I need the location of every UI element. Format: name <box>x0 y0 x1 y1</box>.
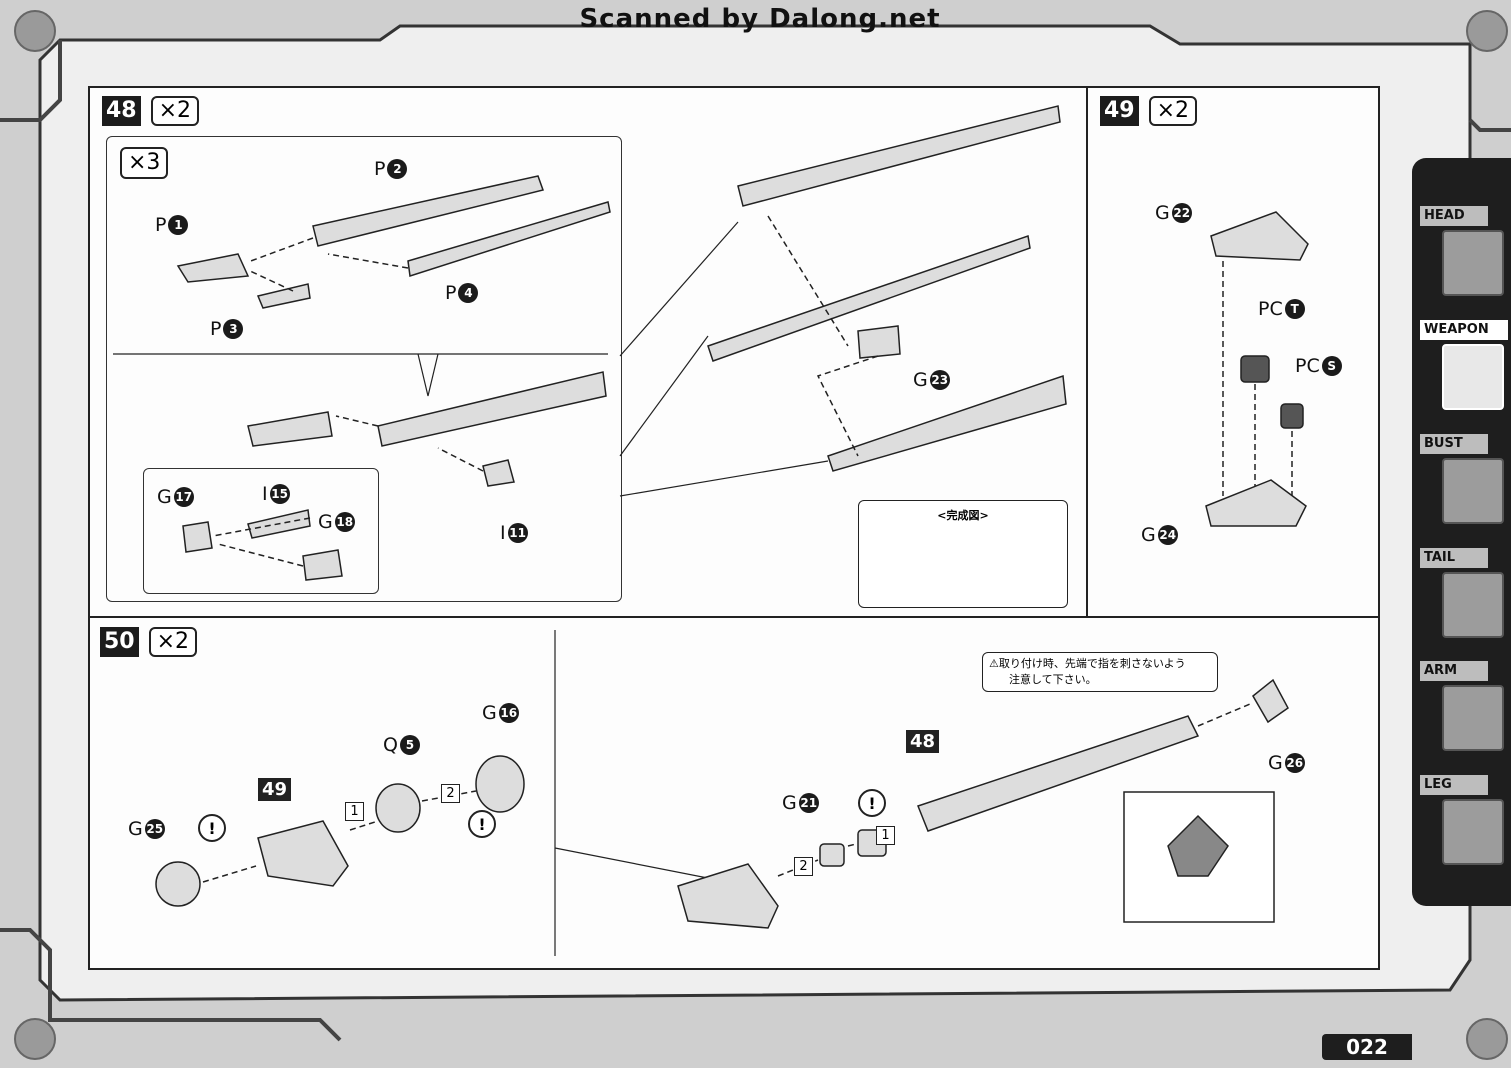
completed-view-box: <完成図> <box>858 500 1068 608</box>
caution-callout: ⚠取り付け時、先端で指を刺さないよう 注意して下さい。 <box>982 652 1218 692</box>
step-50-header: 50 ×2 <box>100 627 198 657</box>
order-step-2: 2 <box>794 857 813 876</box>
caution-text-line2: 注意して下さい。 <box>1009 673 1097 686</box>
step-50-diagram <box>155 630 1289 956</box>
tab-label: HEAD <box>1420 206 1488 226</box>
step-number: 50 <box>100 627 139 657</box>
step-48-diagram <box>113 105 1067 595</box>
leg-thumbnail-icon <box>1442 799 1504 865</box>
caution-icon: ! <box>198 814 226 842</box>
sub-multiplier: ×3 <box>120 147 169 179</box>
weapon-thumbnail-icon <box>1442 344 1504 410</box>
tab-arm[interactable]: ARM <box>1420 661 1508 761</box>
completed-view-label: <完成図> <box>937 509 989 522</box>
caution-text-line1: ⚠取り付け時、先端で指を刺さないよう <box>989 657 1186 670</box>
step-49-header: 49 ×2 <box>1100 96 1198 126</box>
caution-icon: ! <box>468 810 496 838</box>
tab-weapon[interactable]: WEAPON <box>1420 320 1508 420</box>
tab-head[interactable]: HEAD <box>1420 206 1508 306</box>
tab-label: WEAPON <box>1420 320 1508 340</box>
order-step-1: 1 <box>876 826 895 845</box>
tab-label: ARM <box>1420 661 1488 681</box>
step-number: 48 <box>102 96 141 126</box>
step-49-diagram <box>1205 211 1309 527</box>
corner-emblem-icon <box>1466 1018 1508 1060</box>
step-number: 49 <box>1100 96 1139 126</box>
subassembly-ref-49: 49 <box>258 778 292 801</box>
arm-thumbnail-icon <box>1442 685 1504 751</box>
tab-label: TAIL <box>1420 548 1488 568</box>
step-49-panel <box>1086 86 1380 618</box>
corner-emblem-icon <box>14 10 56 52</box>
step-multiplier: ×2 <box>1148 96 1198 126</box>
step-multiplier: ×2 <box>148 627 198 657</box>
tail-thumbnail-icon <box>1442 572 1504 638</box>
bust-thumbnail-icon <box>1442 458 1504 524</box>
tab-label: BUST <box>1420 434 1488 454</box>
scan-credit: Scanned by Dalong.net <box>579 4 941 34</box>
tab-tail[interactable]: TAIL <box>1420 548 1508 648</box>
caution-icon: ! <box>858 789 886 817</box>
small-subassembly-box <box>143 468 379 594</box>
subassembly-ref-48: 48 <box>906 730 940 753</box>
order-step-1: 1 <box>345 802 364 821</box>
corner-emblem-icon <box>1466 10 1508 52</box>
subassembly-box <box>106 136 622 602</box>
tab-bust[interactable]: BUST <box>1420 434 1508 534</box>
order-step-2: 2 <box>441 784 460 803</box>
tab-label: LEG <box>1420 775 1488 795</box>
head-thumbnail-icon <box>1442 230 1504 296</box>
corner-emblem-icon <box>14 1018 56 1060</box>
tab-leg[interactable]: LEG <box>1420 775 1508 875</box>
step-multiplier: ×2 <box>150 96 200 126</box>
step-48-header: 48 ×2 <box>102 96 200 126</box>
section-tabs: HEAD WEAPON BUST TAIL ARM LEG <box>1412 158 1511 906</box>
page-number: 022 <box>1322 1034 1412 1060</box>
